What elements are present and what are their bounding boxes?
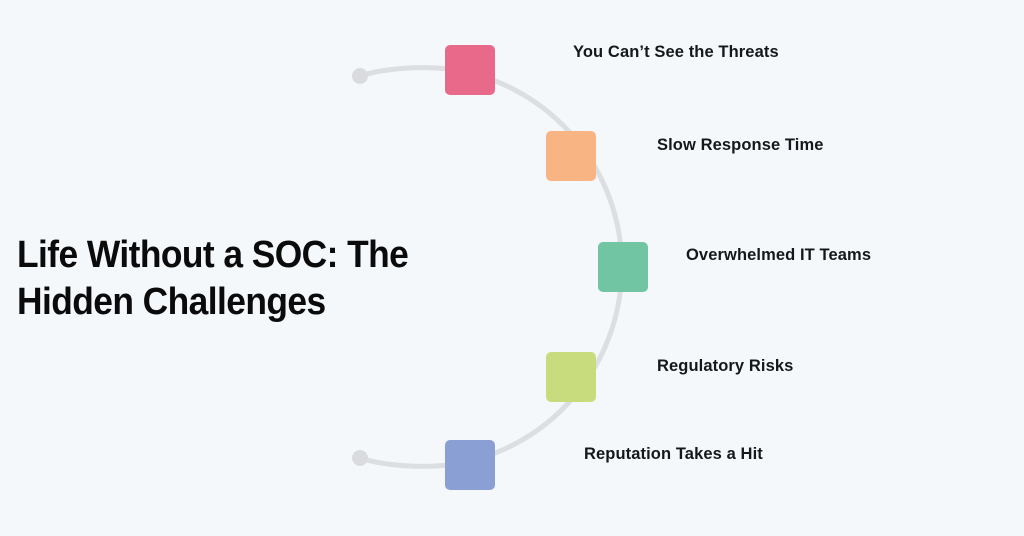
title-line-2: Hidden Challenges [17, 281, 326, 323]
step-label-1: You Can’t See the Threats [573, 43, 779, 61]
step-label-5: Reputation Takes a Hit [584, 445, 763, 463]
page-title: Life Without a SOC: The Hidden Challenge… [17, 232, 409, 326]
step-marker-4 [546, 352, 596, 402]
step-label-4: Regulatory Risks [657, 357, 794, 375]
arc-end-dot [352, 450, 368, 466]
title-line-1: Life Without a SOC: The [17, 234, 409, 276]
arc-path [357, 65, 625, 469]
step-marker-3 [598, 242, 648, 292]
step-marker-1 [445, 45, 495, 95]
step-label-3: Overwhelmed IT Teams [686, 246, 872, 264]
step-marker-2 [546, 131, 596, 181]
step-label-2: Slow Response Time [657, 136, 824, 154]
arc-start-dot [352, 68, 368, 84]
step-marker-5 [445, 440, 495, 490]
